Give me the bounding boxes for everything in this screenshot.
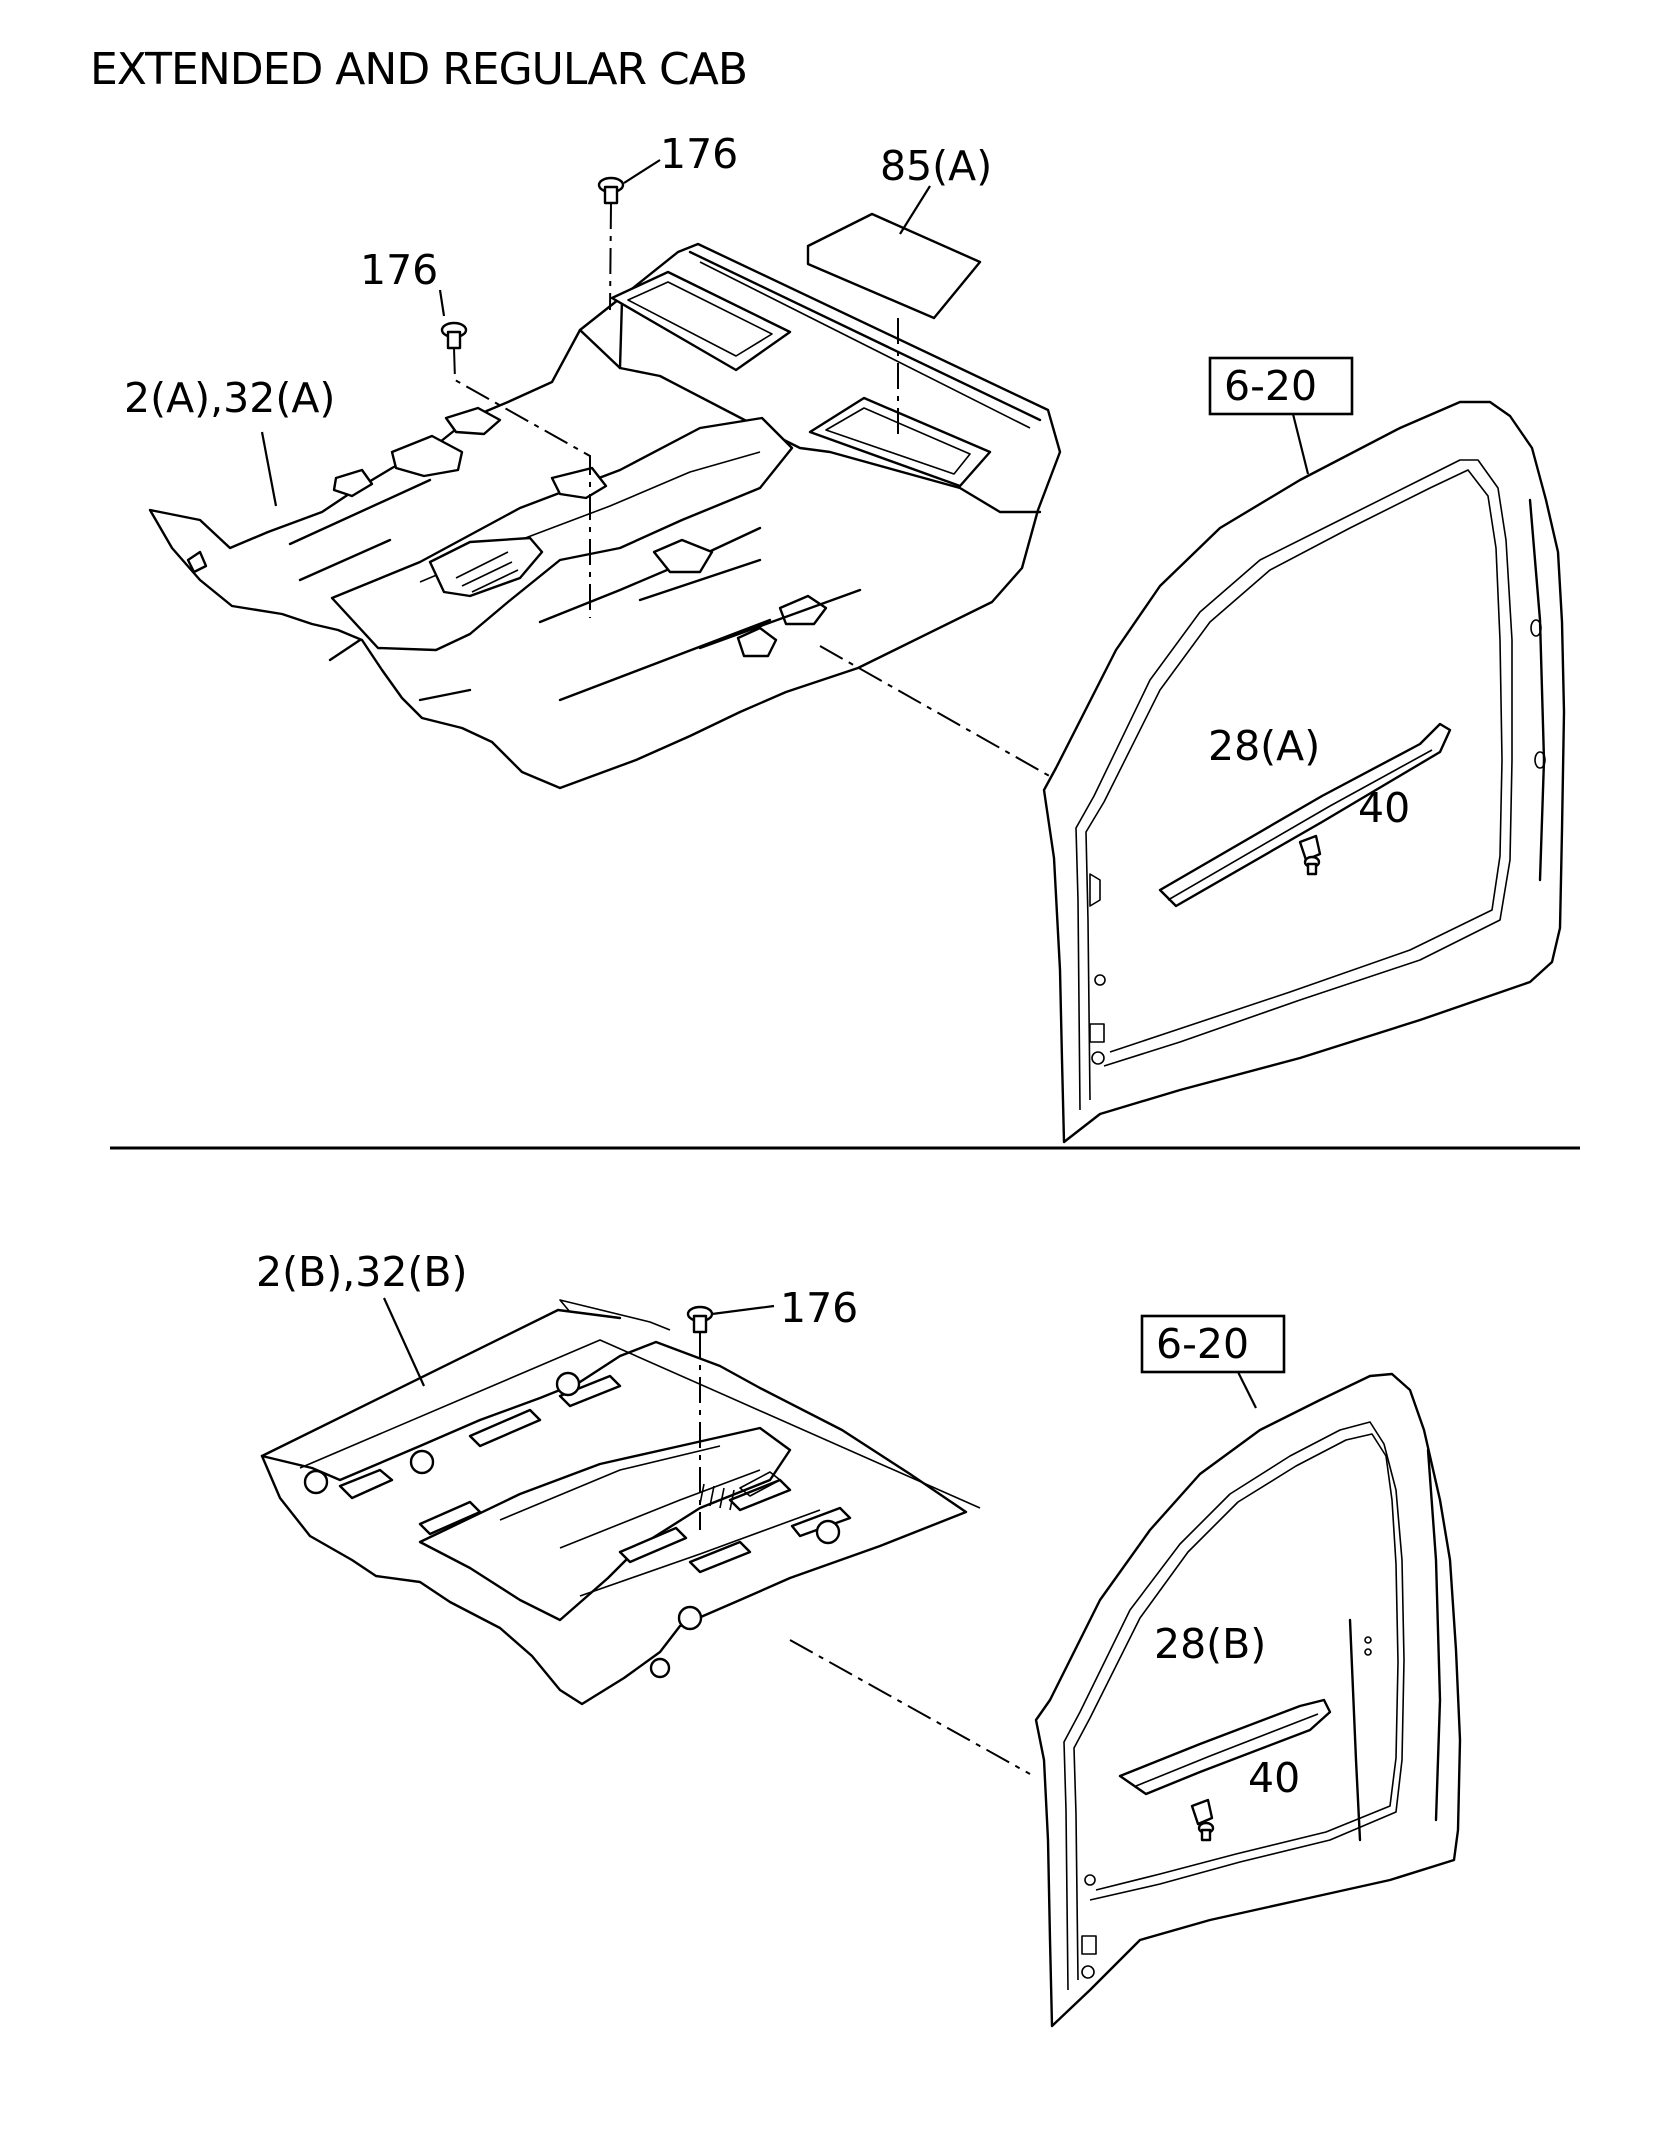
upper-clip-left <box>440 321 468 350</box>
upper-label-insulator: 85(A) <box>880 142 992 190</box>
upper-side-panel <box>1042 400 1566 1144</box>
upper-label-sill-plate: 28(A) <box>1208 722 1320 770</box>
lower-clip <box>686 1305 714 1334</box>
lower-floor-carpet <box>260 1299 981 1706</box>
lower-label-screw: 40 <box>1248 1754 1300 1802</box>
upper-insulator <box>806 212 982 320</box>
lower-label-ref: 6-20 <box>1156 1320 1249 1368</box>
lower-reference-box <box>1140 1314 1286 1374</box>
lower-assembly <box>260 1297 1462 2028</box>
lower-label-sill-plate: 28(B) <box>1154 1620 1266 1668</box>
upper-floor-carpet <box>148 242 1062 790</box>
upper-screw <box>1298 834 1322 876</box>
diagram-title: EXTENDED AND REGULAR CAB <box>90 44 748 95</box>
upper-label-screw: 40 <box>1358 784 1410 832</box>
upper-label-clip-top: 176 <box>660 130 738 178</box>
upper-label-carpet: 2(A),32(A) <box>124 374 335 422</box>
upper-sill-plate <box>1158 722 1452 908</box>
upper-reference-box <box>1208 356 1354 416</box>
lower-label-clip: 176 <box>780 1284 858 1332</box>
lower-label-carpet: 2(B),32(B) <box>256 1248 468 1296</box>
lower-side-panel <box>1034 1372 1462 2028</box>
upper-label-ref: 6-20 <box>1224 362 1317 410</box>
upper-assembly <box>148 159 1566 1144</box>
upper-label-clip-left: 176 <box>360 246 438 294</box>
lower-screw <box>1190 1798 1215 1842</box>
upper-clip-top <box>597 176 625 205</box>
